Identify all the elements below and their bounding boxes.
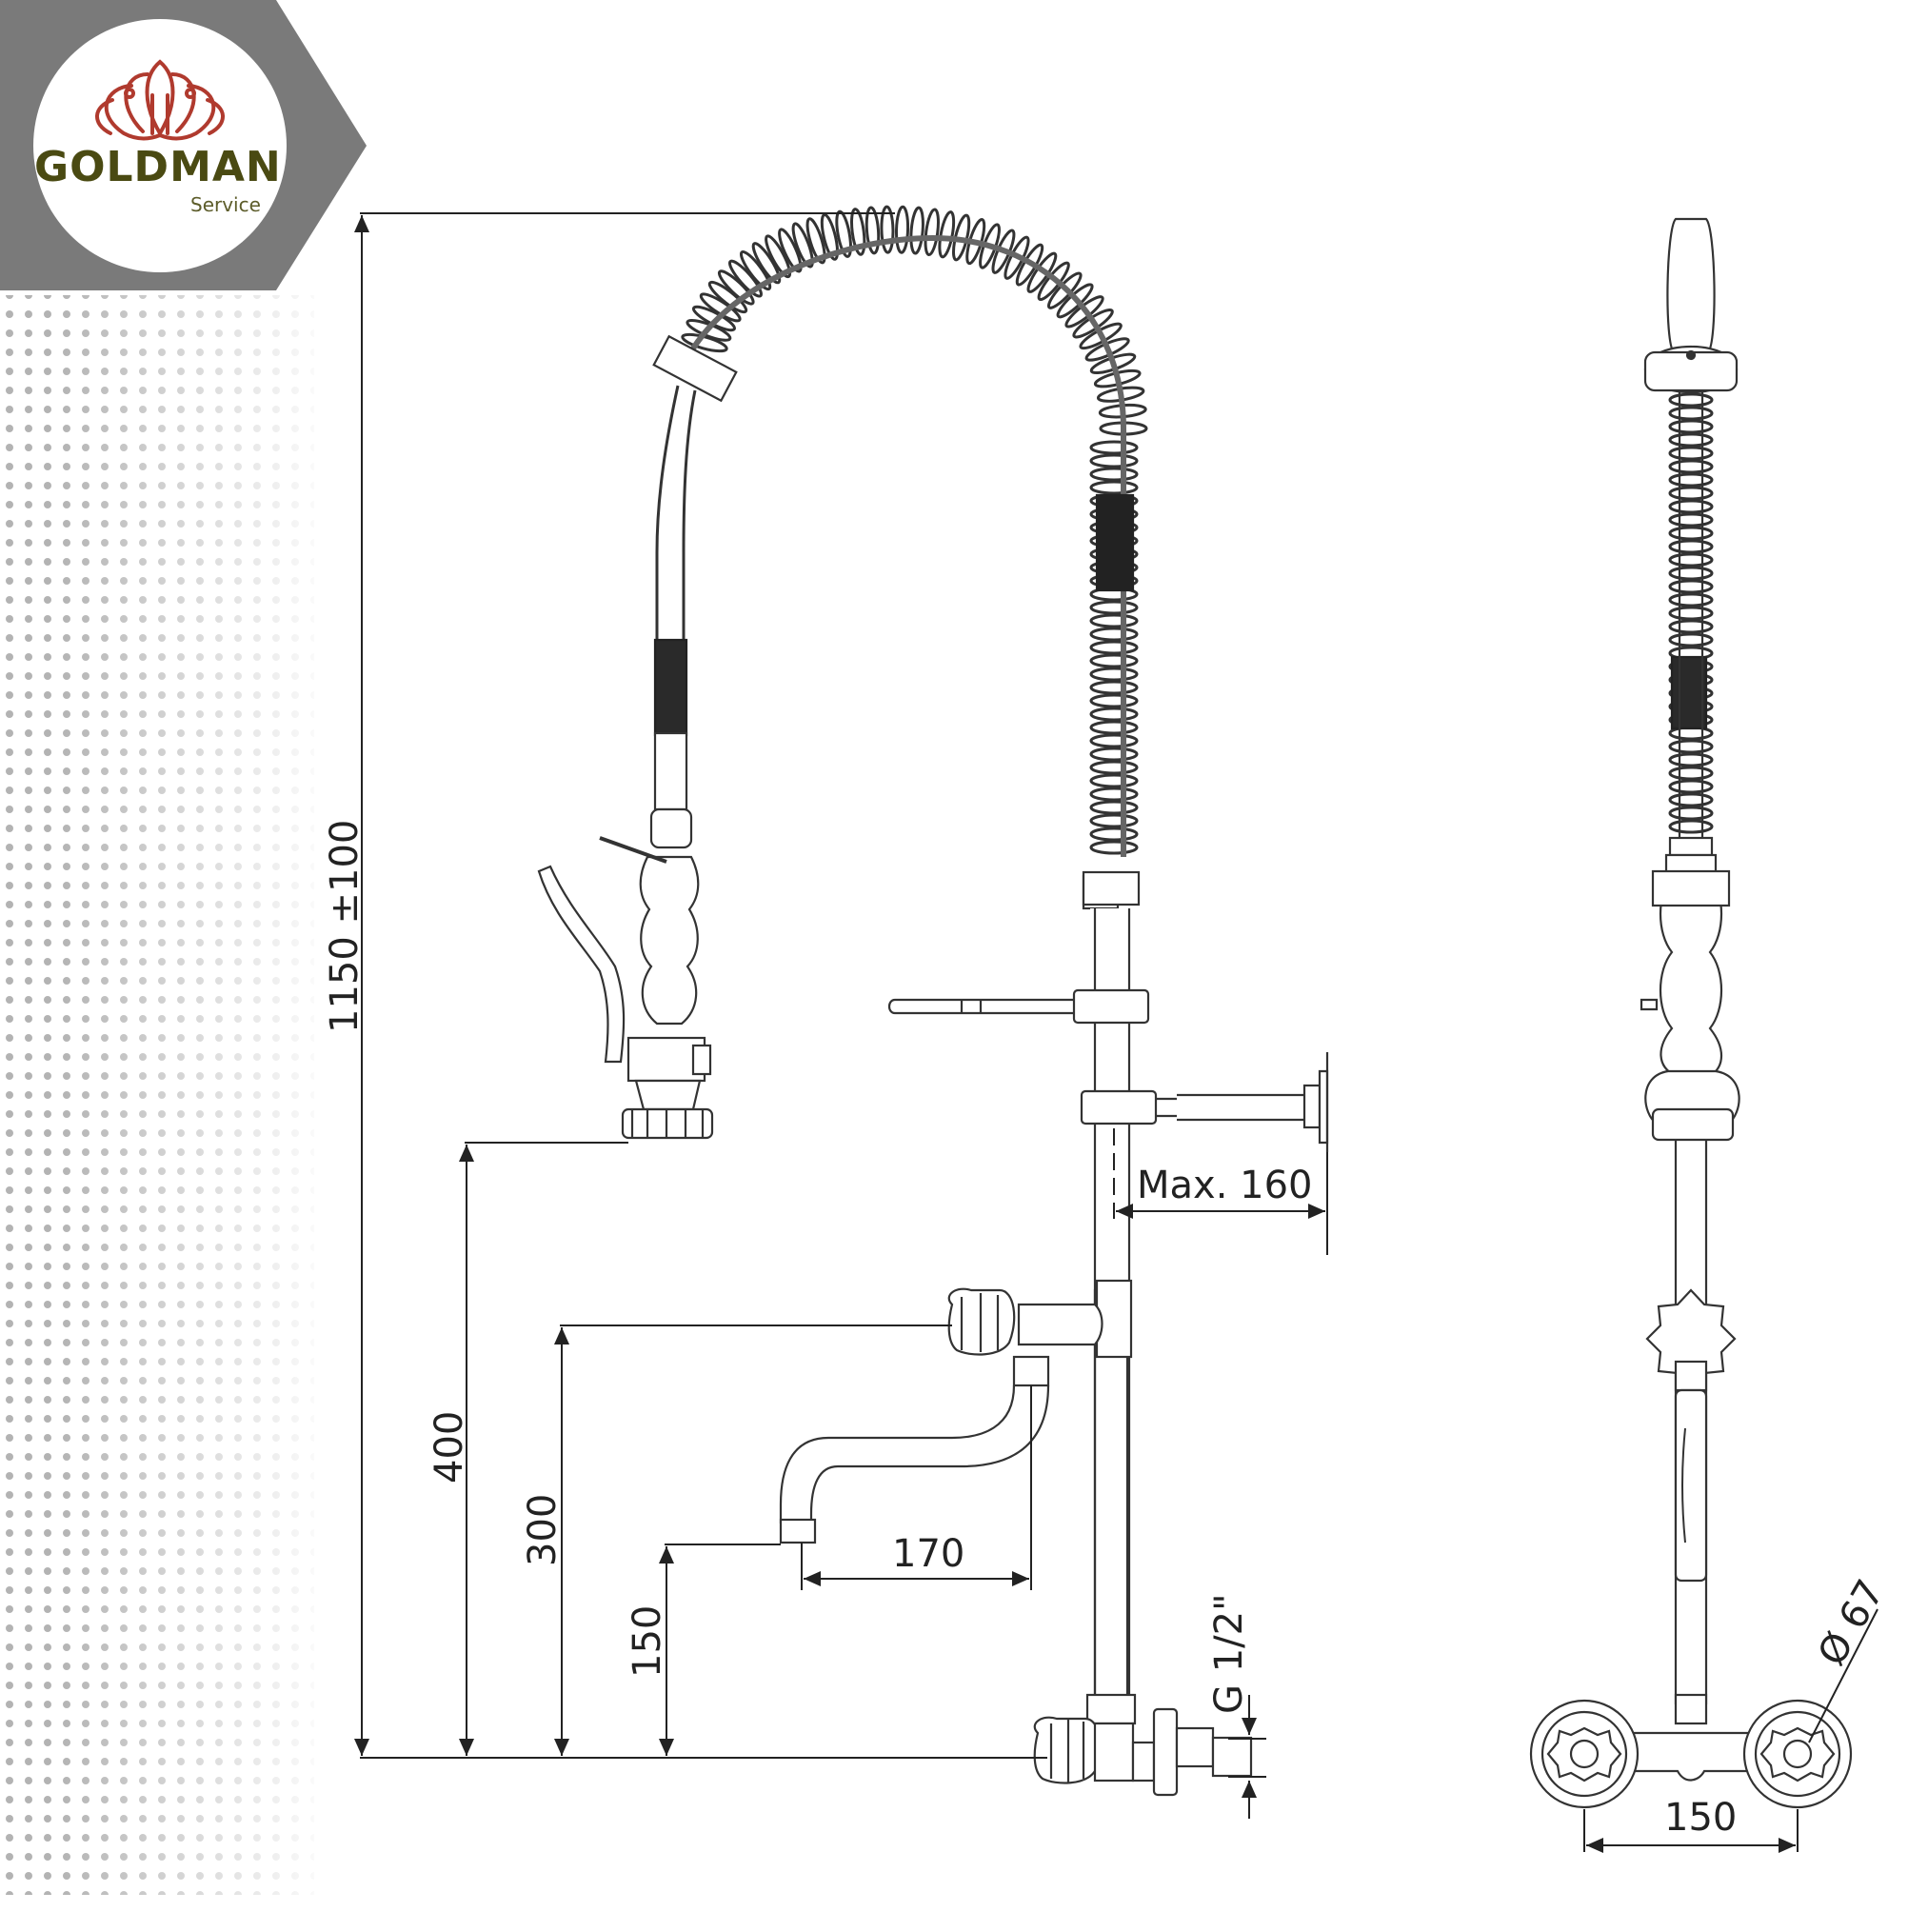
spring-coil-ring <box>765 234 792 279</box>
spring-coil-ring <box>1668 419 1714 434</box>
spring-coil-ring <box>820 213 840 261</box>
spring-coil-ring <box>880 205 895 254</box>
spring-coil-ring <box>1089 800 1139 815</box>
lotus-logo-icon <box>95 59 225 141</box>
spring-coil-ring <box>1668 512 1714 528</box>
spring-coil-ring <box>1668 752 1714 767</box>
spring-coil-ring <box>1668 792 1714 807</box>
spring-coil-ring <box>1668 779 1714 794</box>
spring-coil-ring <box>1089 827 1139 842</box>
spring-coil-ring <box>1668 499 1714 514</box>
spring-coil-ring <box>924 208 940 257</box>
brand-name: GOLDMAN <box>34 143 282 191</box>
spring-coil-ring <box>1668 472 1714 488</box>
spring-coil-ring <box>1668 526 1714 541</box>
dim-bracket-max-label: Max. 160 <box>1137 1164 1312 1207</box>
spring-coil-ring <box>1668 592 1714 607</box>
spring-coil-ring <box>1089 653 1139 668</box>
spring-coil-ring <box>1089 707 1139 722</box>
spring-coil-ring <box>1089 747 1139 762</box>
faucet-side-view <box>537 205 1329 1797</box>
spring-coil-ring <box>1668 459 1714 474</box>
logo-badge <box>33 19 287 272</box>
spring-coil-ring <box>1089 627 1139 642</box>
dim-handle-height-label: 400 <box>427 1411 471 1484</box>
spring-coil-ring <box>1089 453 1139 468</box>
spring-coil-ring <box>1668 632 1714 647</box>
decorative-dot-pattern <box>0 295 333 1895</box>
spring-coil-ring <box>1668 766 1714 781</box>
spring-coil-ring <box>1089 813 1139 828</box>
spring-coil-ring <box>1668 446 1714 461</box>
dim-spout-outlet-height-label: 150 <box>626 1605 669 1678</box>
spring-coil-ring <box>739 249 772 291</box>
dim-inlet-spacing-label: 150 <box>1664 1796 1737 1840</box>
spring-coil-ring <box>751 242 782 285</box>
spring-coil-ring <box>1668 579 1714 594</box>
spring-coil-ring <box>1089 840 1139 855</box>
spring-coil-ring <box>1668 552 1714 568</box>
spring-coil-ring <box>1668 606 1714 621</box>
dim-knob-diameter-label: Ø 67 <box>1810 1573 1893 1673</box>
spring-coil-ring <box>850 208 866 256</box>
spring-coil-ring <box>938 210 956 259</box>
spring-coil-ring <box>1089 760 1139 775</box>
spring-coil-ring <box>1668 432 1714 448</box>
spring-coil-ring <box>1089 640 1139 655</box>
dim-total-height-label: 1150 ±100 <box>323 820 367 1033</box>
spring-coil-ring <box>1668 392 1714 408</box>
spring-coil-ring <box>791 222 814 269</box>
spring-coil-ring <box>1089 440 1139 455</box>
dimension-lines <box>354 212 1878 1853</box>
spring-coil-ring <box>1089 480 1139 495</box>
spring-coil-ring <box>805 217 826 265</box>
spring-coil-ring <box>1089 787 1139 802</box>
spring-coil-ring <box>1089 693 1139 708</box>
spring-coil-ring <box>1089 733 1139 748</box>
spring-coil-ring <box>1668 619 1714 634</box>
spring-coil-ring <box>894 205 910 254</box>
spring-coil-ring <box>778 228 803 273</box>
spring-coil-ring <box>1089 680 1139 695</box>
spring-coil-ring <box>1089 720 1139 735</box>
spring-coil-ring <box>865 206 881 255</box>
spring-coil-ring <box>1089 773 1139 788</box>
faucet-front-view <box>1529 217 1853 1809</box>
spring-coil-ring <box>1668 539 1714 554</box>
spring-coil-ring <box>1089 467 1139 482</box>
spring-coil-ring <box>1668 486 1714 501</box>
spring-coil-ring <box>1668 739 1714 754</box>
spring-coil-ring <box>1668 806 1714 821</box>
spring-coil-ring <box>1089 613 1139 628</box>
spring-coil-ring <box>728 259 763 298</box>
spring-coil-ring <box>681 332 728 353</box>
spring-coil-ring <box>1668 819 1714 834</box>
spring-coil-ring <box>1089 600 1139 615</box>
dim-thread-label: G 1/2" <box>1207 1594 1251 1714</box>
spring-coil-ring <box>909 206 924 255</box>
spring-coil-ring <box>1668 566 1714 581</box>
spring-coil-ring <box>835 209 852 258</box>
spring-coil-ring <box>1089 667 1139 682</box>
dim-spout-inlet-height-label: 300 <box>521 1494 565 1566</box>
dim-spout-reach-label: 170 <box>892 1532 964 1576</box>
spring-coil-ring <box>1668 406 1714 421</box>
brand-subtitle: Service <box>190 193 261 216</box>
